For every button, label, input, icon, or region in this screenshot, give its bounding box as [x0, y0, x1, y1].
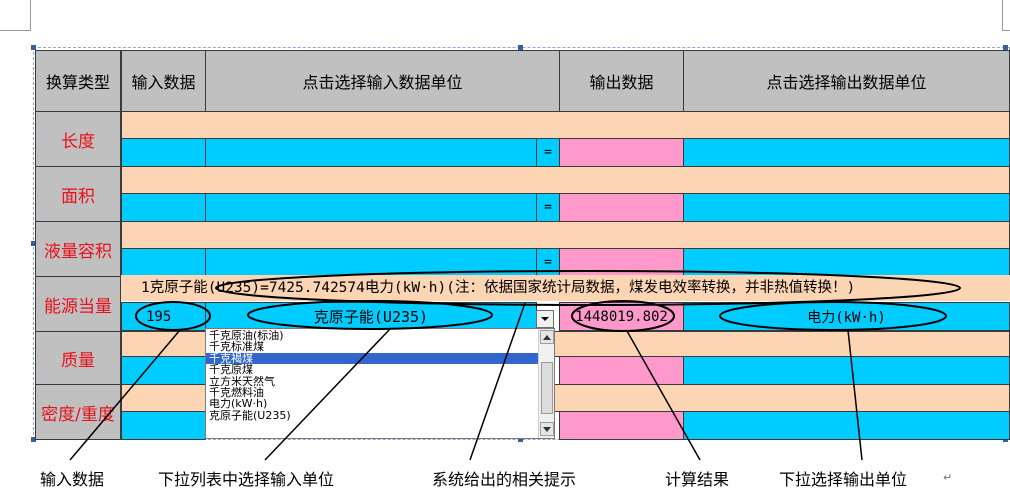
dropdown-option[interactable]: 千克原煤: [209, 364, 253, 376]
volume-equals: =: [536, 248, 560, 277]
header-output-unit[interactable]: 点击选择输出数据单位: [683, 50, 1010, 112]
header-type: 换算类型: [35, 50, 121, 112]
energy-output-unit-cell[interactable]: 电力(kW·h): [683, 302, 1010, 331]
dropdown-option[interactable]: 克原子能(U235): [209, 409, 291, 422]
dropdown-option[interactable]: 千克标准煤: [209, 341, 264, 353]
dropdown-option[interactable]: 立方米天然气: [209, 375, 275, 387]
length-input-unit-cell[interactable]: [205, 138, 537, 167]
header-output: 输出数据: [559, 50, 684, 112]
volume-hint-row: [121, 221, 1010, 249]
mass-output-unit-cell[interactable]: [683, 356, 1010, 385]
dropdown-option[interactable]: 千克原油(标油): [209, 330, 284, 342]
density-output-cell: [559, 411, 684, 440]
scroll-down-button[interactable]: [540, 422, 554, 436]
category-energy: 能源当量: [35, 276, 121, 332]
dropdown-scrollbar[interactable]: [538, 329, 554, 438]
category-mass: 质量: [35, 331, 121, 385]
length-output-cell: [559, 138, 684, 167]
area-input-cell[interactable]: [121, 193, 206, 222]
resize-handle-tr[interactable]: [1003, 45, 1008, 50]
scroll-thumb[interactable]: [541, 362, 553, 414]
category-volume: 液量容积: [35, 221, 121, 277]
annotation-select-input-unit: 下拉列表中选择输入单位: [158, 470, 335, 489]
dropdown-option[interactable]: 千克褐煤: [206, 352, 538, 365]
page-corner-mark-right: [1002, 0, 1003, 30]
volume-input-unit-cell[interactable]: [205, 248, 537, 277]
resize-handle-tl[interactable]: [31, 45, 36, 50]
input-unit-dropdown-list[interactable]: 千克原油(标油) 千克标准煤 千克褐煤 千克原煤 立方米天然气 千克燃料油 电力…: [205, 328, 555, 439]
density-input-cell[interactable]: [121, 411, 206, 440]
dropdown-option[interactable]: 千克燃料油: [209, 386, 264, 399]
chevron-down-icon: [543, 426, 551, 432]
mass-input-cell[interactable]: [121, 356, 206, 385]
header-input-unit[interactable]: 点击选择输入数据单位: [205, 50, 560, 112]
dropdown-options: 千克原油(标油) 千克标准煤 千克褐煤 千克原煤 立方米天然气 千克燃料油 电力…: [206, 329, 554, 421]
input-unit-dropdown-button[interactable]: [536, 310, 554, 328]
length-output-unit-cell[interactable]: [683, 138, 1010, 167]
dropdown-option[interactable]: 电力(kW·h): [209, 398, 268, 410]
area-hint-row: [121, 166, 1010, 194]
mass-output-cell: [559, 356, 684, 385]
annotation-select-output-unit: 下拉选择输出单位: [779, 470, 908, 489]
length-hint-row: [121, 111, 1010, 139]
page-corner-mark-left: [30, 0, 31, 30]
scroll-up-button[interactable]: [540, 330, 554, 344]
page-corner-mark-right-h: [1002, 30, 1010, 31]
length-input-cell[interactable]: [121, 138, 206, 167]
density-output-unit-cell[interactable]: [683, 411, 1010, 440]
energy-input-unit-cell[interactable]: 克原子能(U235): [205, 302, 537, 331]
annotation-result: 计算结果: [665, 470, 730, 489]
category-area: 面积: [35, 166, 121, 222]
resize-handle-bl[interactable]: [31, 437, 36, 442]
energy-hint: 1克原子能(U235)=7425.742574电力(kW·h)(注：依据国家统计…: [121, 275, 1010, 301]
area-output-cell: [559, 193, 684, 222]
length-equals: =: [536, 138, 560, 167]
area-input-unit-cell[interactable]: [205, 193, 537, 222]
category-length: 长度: [35, 111, 121, 167]
annotation-input-data: 输入数据: [40, 470, 105, 489]
category-density: 密度/重度: [35, 384, 121, 440]
annotation-system-hint: 系统给出的相关提示: [432, 470, 577, 489]
volume-input-cell[interactable]: [121, 248, 206, 277]
volume-output-unit-cell[interactable]: [683, 248, 1010, 277]
resize-handle-ml[interactable]: [31, 241, 36, 246]
chevron-down-icon: [541, 317, 549, 321]
page-corner-mark-left-h: [0, 30, 31, 31]
energy-output-cell: 1448019.802: [559, 302, 684, 331]
header-input: 输入数据: [121, 50, 206, 112]
chevron-up-icon: [543, 334, 551, 340]
energy-input-cell[interactable]: 195: [121, 302, 206, 331]
area-equals: =: [536, 193, 560, 222]
resize-handle-tm[interactable]: [518, 45, 523, 50]
area-output-unit-cell[interactable]: [683, 193, 1010, 222]
volume-output-cell: [559, 248, 684, 277]
paragraph-mark-icon: ↵: [943, 471, 953, 484]
